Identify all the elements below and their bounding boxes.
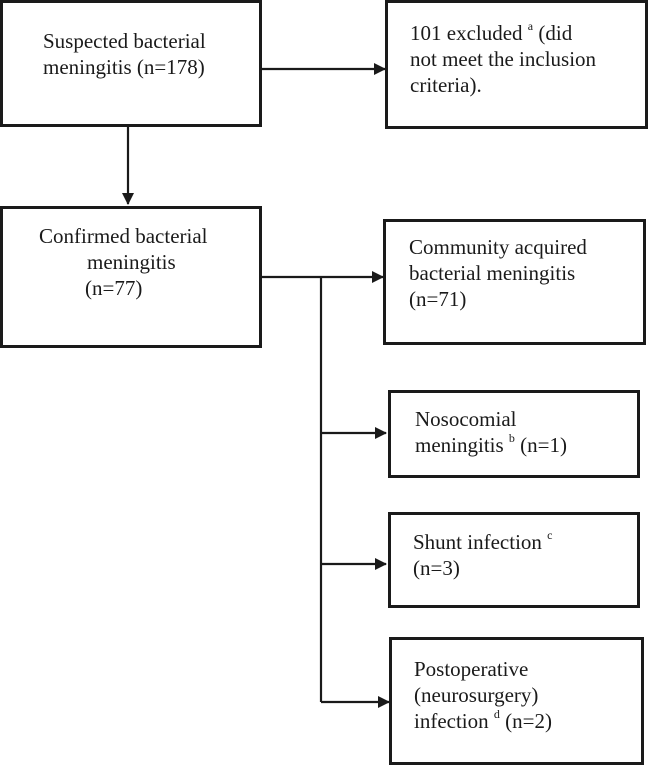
confirmed-meningitis-box: Confirmed bacterial meningitis (n=77)	[0, 206, 262, 348]
shunt-line-1: Shunt infection c	[413, 528, 553, 554]
suspected-line-1: Suspected bacterial	[43, 29, 206, 53]
shunt-line-2: (n=3)	[413, 556, 460, 580]
footnote-mark-a: a	[527, 19, 534, 33]
confirmed-line-3: (n=77)	[85, 276, 143, 300]
shunt-infection-box: Shunt infection c (n=3)	[388, 512, 640, 608]
excluded-line-2: not meet the inclusion	[410, 47, 597, 71]
nosocomial-line-2: meningitis b (n=1)	[415, 431, 568, 457]
confirmed-line-2: meningitis	[87, 250, 176, 274]
community-line-1: Community acquired	[409, 235, 587, 259]
community-acquired-box: Community acquired bacterial meningitis …	[383, 219, 646, 345]
excluded-box: 101 excluded a (did not meet the inclusi…	[385, 0, 648, 129]
excluded-line-3: criteria).	[410, 73, 482, 97]
footnote-mark-c: c	[547, 528, 553, 542]
footnote-mark-d: d	[493, 707, 500, 721]
postoperative-line-1: Postoperative	[414, 657, 529, 681]
suspected-meningitis-box: Suspected bacterial meningitis (n=178)	[0, 0, 262, 127]
nosocomial-box: Nosocomial meningitis b (n=1)	[388, 390, 640, 478]
confirmed-line-1: Confirmed bacterial	[39, 224, 208, 248]
postoperative-line-2: (neurosurgery)	[414, 683, 539, 707]
community-line-2: bacterial meningitis	[409, 261, 576, 285]
suspected-line-2: meningitis (n=178)	[43, 55, 205, 79]
footnote-mark-b: b	[508, 431, 515, 445]
postoperative-box: Postoperative (neurosurgery) infection d…	[389, 637, 644, 765]
excluded-line-1: 101 excluded a (did	[410, 19, 573, 45]
postoperative-line-3: infection d (n=2)	[414, 707, 552, 733]
nosocomial-line-1: Nosocomial	[415, 407, 517, 431]
community-line-3: (n=71)	[409, 287, 467, 311]
